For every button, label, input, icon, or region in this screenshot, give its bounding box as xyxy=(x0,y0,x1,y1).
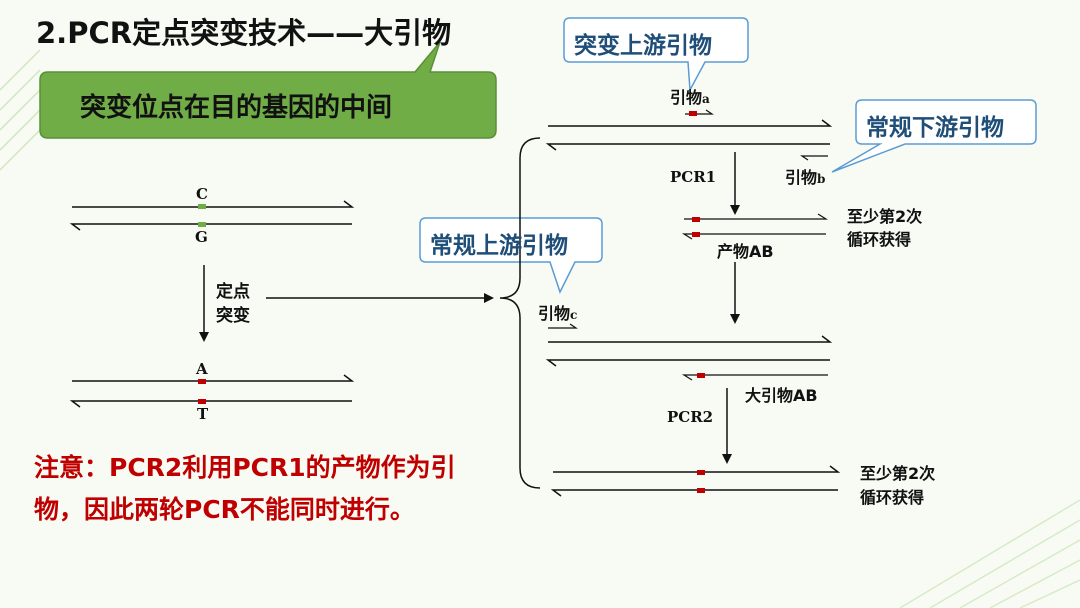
callout-normal-upstream xyxy=(419,217,603,294)
primer-c-text: 引物 xyxy=(538,304,571,323)
cycles2-line1: 至少第2次 xyxy=(860,464,936,483)
primer-a-label: 引物a xyxy=(670,84,710,108)
corner-stripes-bottom-right xyxy=(899,499,1080,608)
base-g-label: G xyxy=(195,228,208,246)
dna-mutated xyxy=(69,374,355,408)
product-ab xyxy=(681,213,829,240)
template-dna-2 xyxy=(545,335,833,367)
template-dna-1 xyxy=(545,119,833,151)
product-ab-label: 产物AB xyxy=(717,242,774,261)
green-callout-box xyxy=(39,41,497,139)
mutate-label-line2: 突变 xyxy=(216,306,250,326)
cycles1-line1: 至少第2次 xyxy=(847,207,923,226)
pcr1-label: PCR1 xyxy=(670,168,717,186)
big-primer-ab-label: 大引物AB xyxy=(745,386,818,405)
slide-title: 2.PCR定点突变技术——大引物 xyxy=(36,16,452,50)
primer-a xyxy=(685,109,714,116)
mutated-base-mark-bottom xyxy=(198,399,206,404)
callout-mut-upstream xyxy=(563,17,749,93)
corner-stripes-top-left xyxy=(0,49,41,171)
final-mark-top xyxy=(697,470,705,475)
primer-b-label: 引物b xyxy=(785,164,825,188)
primer-a-text: 引物 xyxy=(670,88,703,107)
final-mark-bottom xyxy=(697,488,705,493)
pcr2-label: PCR2 xyxy=(667,408,714,426)
base-t-label: T xyxy=(197,405,209,423)
cycles1-line2: 循环获得 xyxy=(847,230,912,249)
primer-b xyxy=(800,155,828,161)
primer-c xyxy=(548,323,578,329)
primer-a-sub: a xyxy=(702,92,710,106)
dna-original xyxy=(69,200,355,231)
mutate-label-line1: 定点 xyxy=(216,282,250,302)
product-ab-mark-bottom xyxy=(692,232,700,237)
process-brace xyxy=(499,137,541,489)
primer-c-sub: c xyxy=(570,308,578,322)
primer-c-label: 引物c xyxy=(538,300,577,324)
original-base-mark-top xyxy=(198,204,206,209)
big-primer-ab xyxy=(681,373,828,381)
callout-mut-upstream-text: 突变上游引物 xyxy=(574,33,712,59)
product-ab-mark-top xyxy=(692,217,700,222)
base-c-label: C xyxy=(196,185,208,203)
callout-normal-downstream-text: 常规下游引物 xyxy=(866,115,1004,141)
original-base-mark-bottom xyxy=(198,222,206,227)
final-product xyxy=(550,465,841,497)
base-a-label: A xyxy=(196,360,208,378)
green-box-text: 突变位点在目的基因的中间 xyxy=(80,93,393,123)
callout-normal-upstream-text: 常规上游引物 xyxy=(430,233,568,259)
mutated-base-mark-top xyxy=(198,379,206,384)
callout-normal-downstream xyxy=(831,99,1037,173)
note-text: 注意：PCR2利用PCR1的产物作为引物，因此两轮PCR不能同时进行。 xyxy=(34,453,456,524)
primer-b-sub: b xyxy=(817,172,826,186)
cycles2-line2: 循环获得 xyxy=(860,488,925,507)
primer-b-text: 引物 xyxy=(785,168,818,187)
